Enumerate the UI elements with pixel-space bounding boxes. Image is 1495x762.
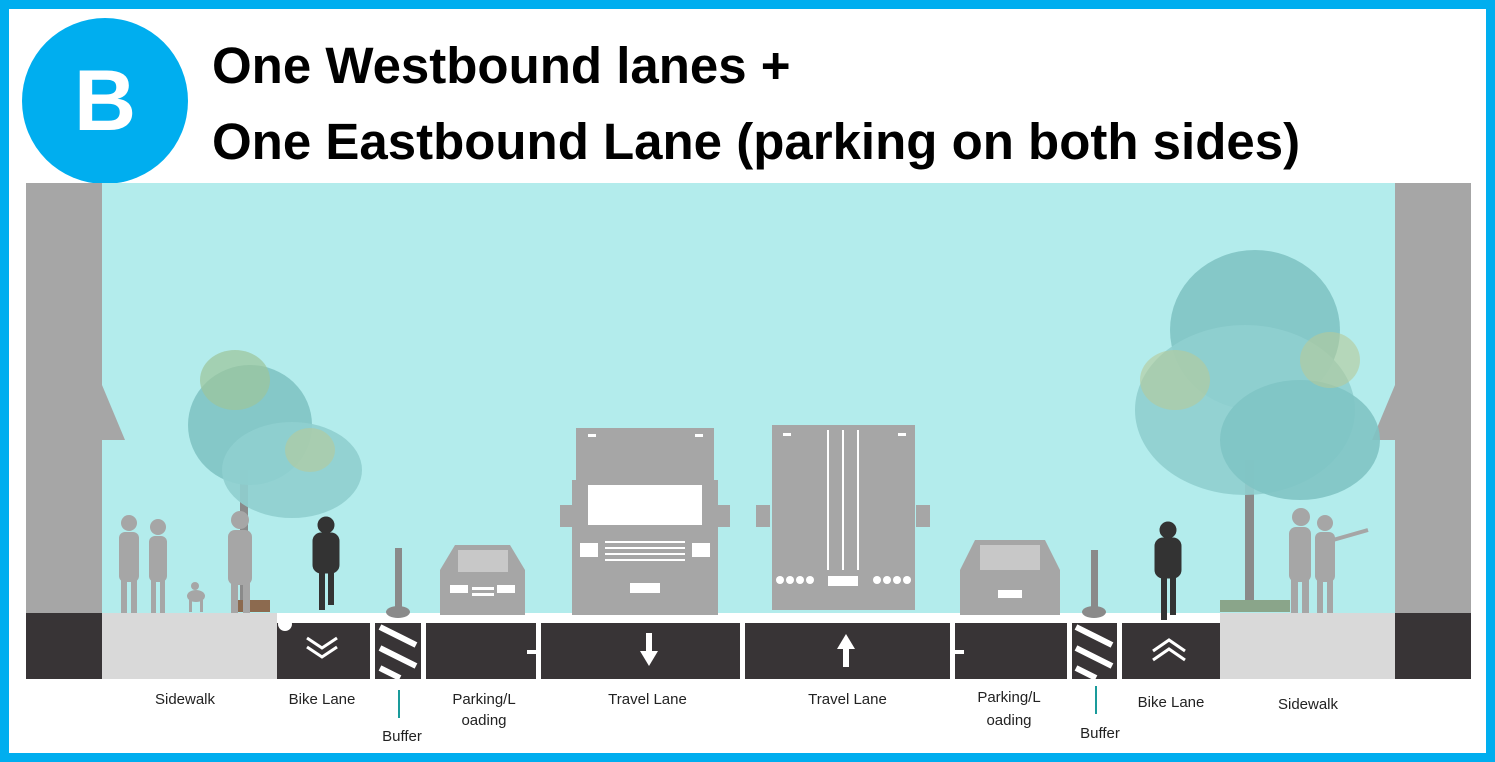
tree-right bbox=[1135, 250, 1380, 612]
truck-eastbound bbox=[756, 425, 930, 610]
label-travel-lane-west: Travel Lane bbox=[608, 691, 687, 708]
pedestrians-left bbox=[119, 511, 252, 613]
building-base-right bbox=[1395, 613, 1471, 679]
label-bike-lane-left: Bike Lane bbox=[288, 691, 356, 708]
buffer-hatching-right bbox=[1074, 624, 1114, 681]
label-bike-lane-right: Bike Lane bbox=[1137, 694, 1205, 711]
lane-separators bbox=[370, 623, 1122, 679]
building-base-left bbox=[26, 613, 102, 679]
truck-westbound bbox=[560, 428, 730, 615]
double-chevron-down-icon bbox=[306, 636, 338, 659]
cyclist-left bbox=[312, 516, 340, 610]
car-right bbox=[960, 540, 1060, 615]
title-line-2: One Eastbound Lane (parking on both side… bbox=[212, 113, 1301, 170]
option-badge: B bbox=[22, 18, 188, 184]
building-right bbox=[1372, 183, 1471, 613]
sidewalk-left bbox=[102, 613, 277, 679]
label-travel-lane-east: Travel Lane bbox=[808, 691, 887, 708]
title-line-1: One Westbound lanes + bbox=[212, 37, 791, 94]
arrow-down-icon bbox=[640, 633, 658, 666]
label-sidewalk-right: Sidewalk bbox=[1277, 696, 1339, 713]
label-parking-right-line1: Parking/L bbox=[977, 689, 1041, 706]
roadway bbox=[277, 623, 1220, 679]
buffer-hatching-left bbox=[378, 624, 418, 681]
bollard-left bbox=[386, 548, 410, 618]
car-left bbox=[440, 545, 525, 615]
sidewalk-right bbox=[1220, 613, 1395, 679]
building-left bbox=[26, 183, 125, 613]
label-buffer-right: Buffer bbox=[1080, 725, 1120, 742]
pedestrians-right bbox=[1289, 508, 1369, 613]
label-buffer-left: Buffer bbox=[382, 728, 422, 745]
bollard-right bbox=[1082, 550, 1106, 618]
arrow-up-icon bbox=[837, 634, 855, 667]
label-parking-right-line2: oading bbox=[986, 712, 1032, 729]
label-sidewalk-left: Sidewalk bbox=[154, 691, 216, 708]
curb-marker bbox=[278, 617, 292, 631]
label-parking-left-line2: oading bbox=[461, 712, 507, 729]
label-parking-left-line1: Parking/L bbox=[452, 691, 516, 708]
double-chevron-up-icon bbox=[1152, 638, 1186, 662]
cyclist-right bbox=[1154, 521, 1182, 620]
tree-left bbox=[188, 350, 362, 612]
